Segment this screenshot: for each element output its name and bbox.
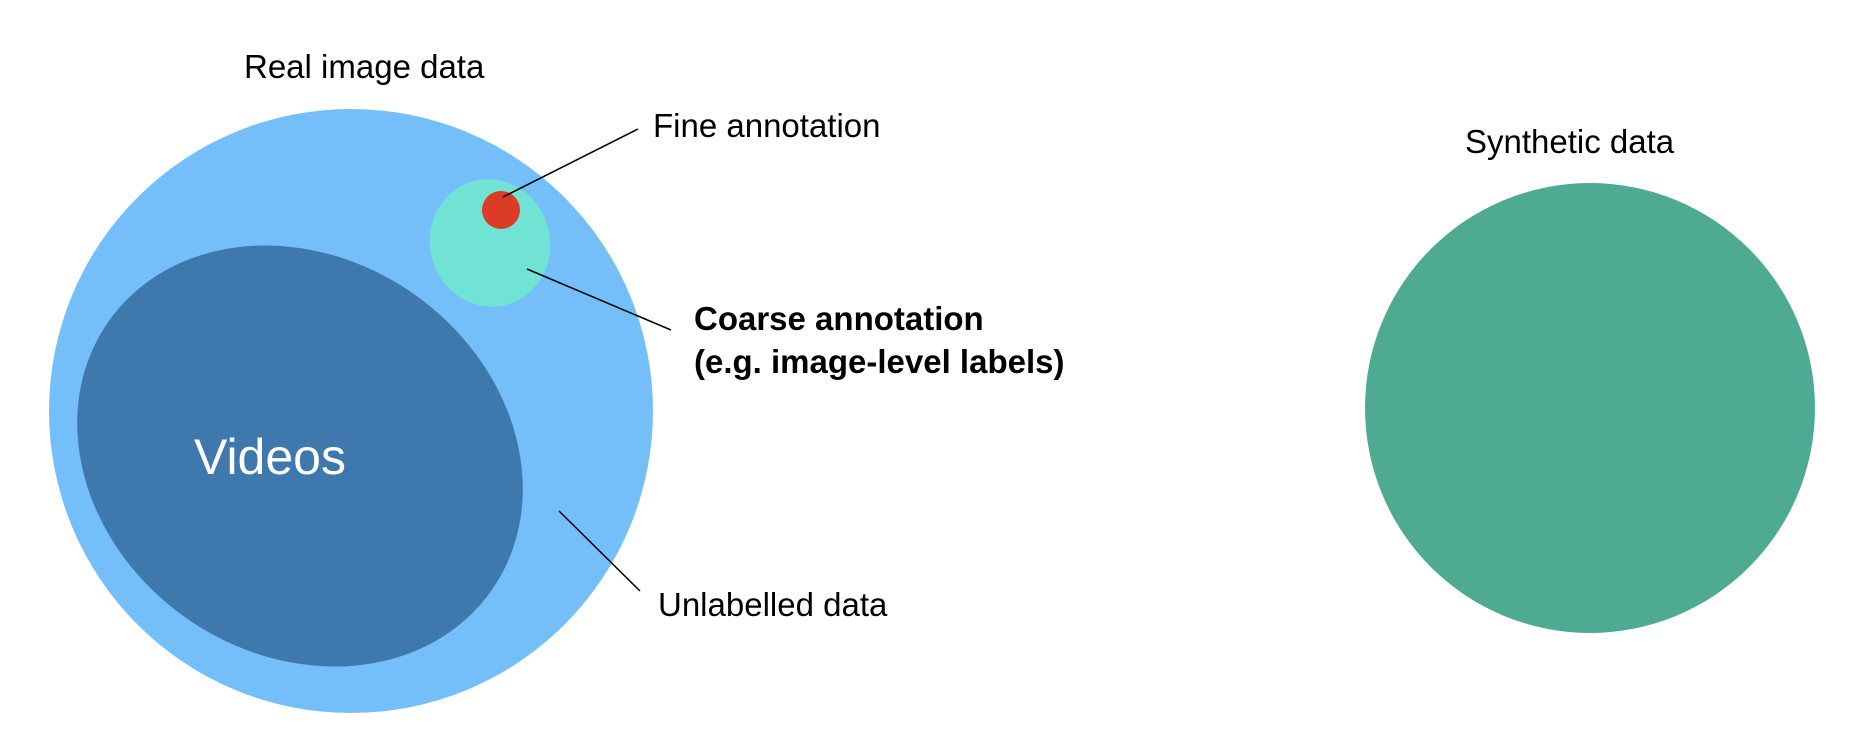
coarse-annotation-pointer (526, 268, 672, 331)
synthetic-data-circle (1365, 183, 1815, 633)
fine-annotation-label: Fine annotation (653, 107, 881, 144)
videos-label: Videos (194, 429, 346, 485)
videos-ellipse (77, 245, 523, 667)
fine-annotation-circle (482, 191, 520, 229)
fine-annotation-pointer (502, 128, 639, 198)
unlabelled-data-pointer (558, 510, 641, 592)
coarse-annotation-label: Coarse annotation (694, 300, 984, 337)
coarse-annotation-ellipse (429, 179, 551, 307)
real-image-data-title: Real image data (244, 48, 485, 85)
coarse-annotation-example: (e.g. image-level labels) (694, 343, 1064, 380)
unlabelled-data-label: Unlabelled data (658, 586, 888, 623)
synthetic-data-title: Synthetic data (1465, 123, 1675, 160)
